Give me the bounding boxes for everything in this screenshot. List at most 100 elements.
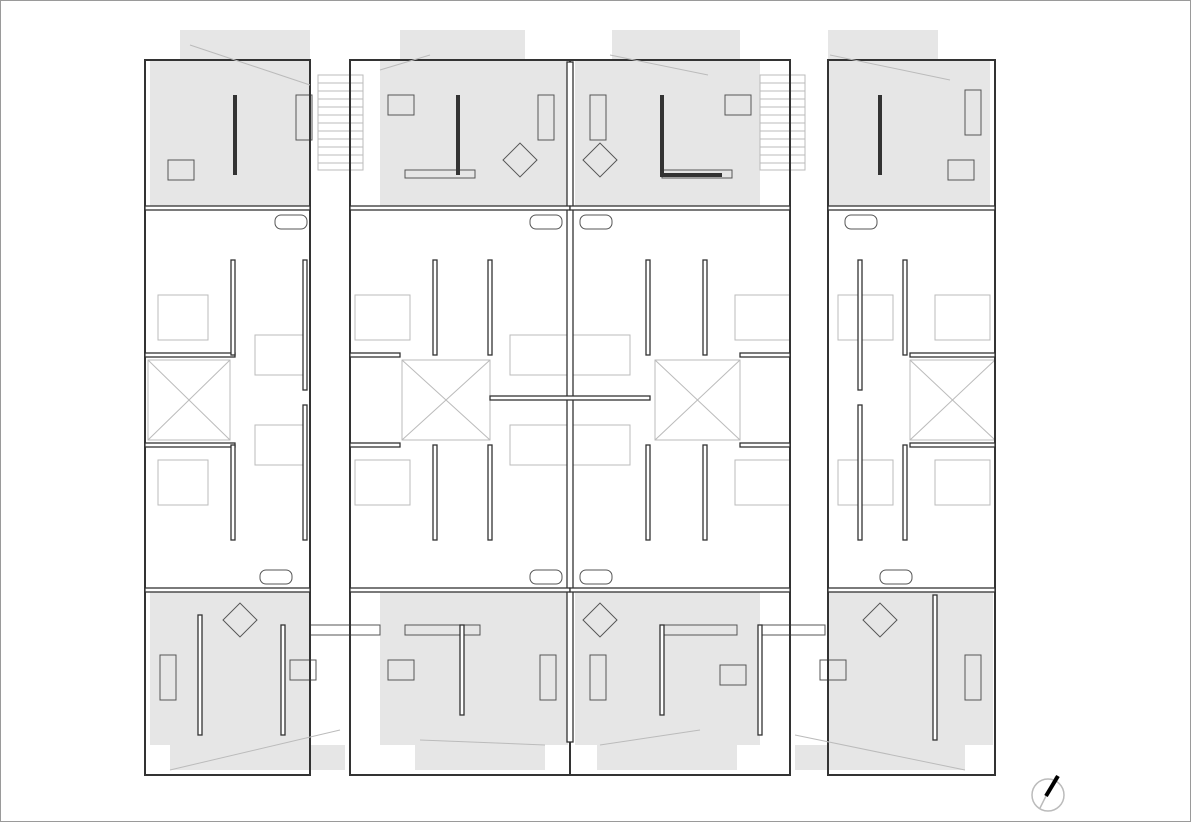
interior-wall [569,205,791,211]
sofa [589,94,607,141]
bed [837,294,894,341]
living-room-area [828,60,990,208]
sofa [539,654,557,701]
interior-wall [909,352,996,358]
interior-wall [432,259,438,356]
interior-wall [857,259,863,391]
interior-wall [459,624,465,716]
interior-wall [645,259,651,356]
window [419,739,546,746]
balcony-area [415,745,545,770]
bathtub [579,214,613,230]
interior-wall [739,442,791,448]
interior-wall [902,444,908,541]
party-wall [566,61,574,743]
bathtub [844,214,878,230]
bed [254,334,306,376]
interior-wall [280,624,286,736]
interior-wall [489,395,651,401]
window [189,44,311,86]
light-well [654,359,741,441]
kitchen-counter [404,169,476,179]
sofa [589,654,607,701]
armchair [222,602,258,638]
interior-wall [349,587,571,593]
bathtub [259,569,293,585]
window [169,729,341,771]
bed [157,459,209,506]
interior-wall [827,587,996,593]
interior-wall [230,444,236,541]
interior-wall [302,404,308,541]
dining-table [947,159,975,181]
exterior-wall [827,59,996,776]
living-room-area [150,60,310,208]
interior-wall [487,259,493,356]
dining-table [387,659,415,681]
light-well-diagonal [147,359,231,441]
living-room-area [828,590,993,745]
bed [934,459,991,506]
interior-wall [144,442,236,448]
window [829,54,951,81]
light-well-diagonal [654,359,741,441]
interior-wall [432,444,438,541]
living-room-area [380,590,568,745]
interior-wall [487,444,493,541]
living-room-area [575,590,760,745]
balcony-area [597,745,737,770]
window [609,54,709,76]
balcony-area [828,30,938,60]
dining-table [819,659,847,681]
armchair [862,602,898,638]
kitchen-counter [309,624,381,636]
sofa [964,654,982,701]
bed [734,459,791,506]
window [379,54,431,71]
sofa [295,94,313,141]
bathtub [529,214,563,230]
living-room-area [380,60,568,208]
dining-table [167,159,195,181]
light-well-diagonal [401,359,491,441]
living-room-area [575,60,760,208]
interior-wall [702,259,708,356]
living-areas [150,30,993,770]
dining-table [719,664,747,686]
interior-wall [827,205,996,211]
bed [837,459,894,506]
bathtub [579,569,613,585]
bathtub [879,569,913,585]
interior-wall [230,259,236,356]
interior-wall [659,624,665,716]
armchair [502,142,538,178]
bed [254,424,306,466]
balcony-area [612,30,740,60]
light-well-diagonal [909,359,996,441]
interior-wall [144,352,236,358]
light-well [147,359,231,441]
interior-wall [144,587,311,593]
walls [144,44,996,776]
bathtub [529,569,563,585]
dining-table [289,659,317,681]
window [794,734,966,771]
bed [157,294,209,341]
interior-wall [197,614,203,736]
interior-wall [302,259,308,391]
armchair [582,142,618,178]
sofa [537,94,555,141]
bed [734,294,791,341]
north-arrow-icon [1031,774,1065,812]
interior-wall [702,444,708,541]
balcony-area [795,745,965,770]
interior-wall [857,404,863,541]
kitchen-counter [404,624,481,636]
interior-wall [739,352,791,358]
interior-wall [902,259,908,356]
balcony-area [180,30,310,60]
armchair [582,602,618,638]
exterior-wall [144,59,311,776]
dining-table [724,94,752,116]
interior-wall [349,442,401,448]
